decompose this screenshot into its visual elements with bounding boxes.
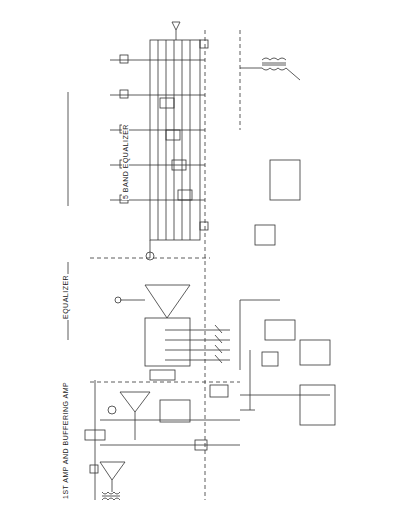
section-label: 5 BAND EQUALIZER xyxy=(122,123,129,200)
section-label: EQUALIZER xyxy=(62,274,69,320)
section-label: 1ST AMP AND BUFFERING AMP xyxy=(62,381,69,500)
